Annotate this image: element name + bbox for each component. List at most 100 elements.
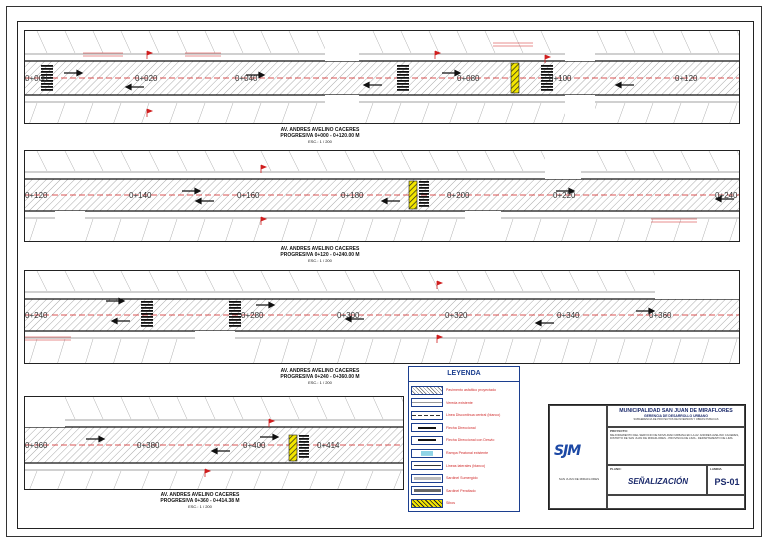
red-annotation (25, 336, 71, 341)
station-label: 0+200 (447, 191, 470, 200)
legend-item: Sardinel Peraltado (411, 486, 517, 496)
cross-street (325, 31, 359, 61)
road-name-4: AV. ANDRES AVELINO CACERES (160, 492, 240, 498)
station-label: 0+360 (649, 311, 672, 320)
plan-label: PLANO: (610, 467, 622, 471)
legend-label: Flecha Direccional (446, 425, 476, 430)
direction-arrow (534, 319, 554, 327)
cross-street (565, 31, 595, 61)
sjm-logo: SJM (554, 442, 594, 464)
direction-arrow (246, 71, 266, 79)
sheet-label: LAMINA (710, 467, 722, 471)
yellow-hatch-icon (411, 498, 443, 508)
scale-1: ESC.: 1 / 200 (308, 139, 332, 145)
dashed-line-icon (411, 410, 443, 420)
legend-item: Pavimento asfaltico proyectado (411, 385, 517, 395)
cross-street (565, 95, 595, 123)
footer-cell (607, 495, 745, 509)
station-label: 0+360 (25, 441, 48, 450)
legend-label: Pavimento asfaltico proyectado (446, 388, 496, 392)
logo-text: SJM (554, 443, 581, 459)
arrow-icon (411, 423, 443, 433)
sign-marker (544, 54, 552, 63)
side-lines-icon (411, 461, 443, 471)
station-label: 0+240 (715, 191, 738, 200)
logo-subtitle: SAN JUAN DE MIRAFLORES (558, 477, 600, 481)
legend-item: Vereda existente (411, 398, 517, 408)
legend-item: Sibos (411, 498, 517, 508)
station-label: 0+240 (25, 311, 48, 320)
direction-arrow (256, 301, 276, 309)
station-label: 0+414 (317, 441, 340, 450)
panel-caption-4: AV. ANDRES AVELINO CACERES PROGRESIVA 0+… (110, 492, 290, 511)
station-label: 0+340 (557, 311, 580, 320)
legend-item: Flecha Direccional con Desvio (411, 435, 517, 445)
direction-arrow (380, 197, 400, 205)
department-name: GERENCIA DE DESARROLLO URBANO (644, 414, 708, 418)
progressive-3: PROGRESIVA 0+240 - 0+360.00 M (280, 374, 360, 381)
direction-arrow (636, 307, 656, 315)
direction-arrow (110, 317, 130, 325)
direction-arrow (260, 433, 280, 441)
panel-caption-2: AV. ANDRES AVELINO CACERES PROGRESIVA 0+… (220, 246, 420, 265)
subdepartment-name: SUBGERENCIA DE PROYECTOS DE INVERSION Y … (633, 418, 719, 421)
title-block: SJM SAN JUAN DE MIRAFLORES MUNICIPALIDAD… (548, 404, 746, 510)
legend-label: Sibos (446, 501, 455, 506)
cross-street (325, 95, 359, 123)
drawing-frame (17, 21, 754, 529)
direction-arrow (124, 83, 144, 91)
progressive-1: PROGRESIVA 0+000 - 0+120.00 M (280, 133, 360, 140)
legend-label: Sardinel Sumergido (446, 476, 478, 481)
pedestrian-crossing (419, 181, 429, 207)
sibos-marking (408, 180, 418, 210)
progressive-4: PROGRESIVA 0+360 - 0+414.38 M (160, 498, 240, 505)
station-label: 0+320 (445, 311, 468, 320)
legend-item: Lineas laterales (blanco) (411, 461, 517, 471)
cross-street (25, 397, 65, 427)
direction-arrow (182, 187, 202, 195)
direction-arrow (556, 187, 576, 195)
direction-arrow (210, 447, 230, 455)
legend-label: Lineas laterales (blanco) (446, 463, 486, 468)
legend-title: LEYENDA (409, 367, 519, 382)
arrow-turn-icon (411, 435, 443, 445)
pedestrian-crossing (541, 65, 553, 91)
station-label: 0+000 (25, 74, 48, 83)
plan-cell: PLANO: SEÑALIZACIÓN (607, 465, 707, 495)
sign-marker (436, 280, 444, 289)
project-text: MEJORAMIENTO DEL SERVICIO DE MOVILIDAD U… (610, 432, 740, 441)
station-label: 0+120 (25, 191, 48, 200)
road-name-1: AV. ANDRES AVELINO CACERES (280, 127, 360, 133)
sheet-number: PS-01 (714, 477, 740, 487)
property-lots (29, 31, 739, 123)
cross-street (465, 211, 501, 241)
cross-street (55, 211, 85, 241)
direction-arrow (64, 69, 84, 77)
panel-caption-3: AV. ANDRES AVELINO CACERES PROGRESIVA 0+… (220, 368, 420, 387)
property-lots (29, 397, 403, 489)
station-label: 0+140 (129, 191, 152, 200)
legend-label: Linea Discontinua central (blanco) (446, 413, 501, 418)
scale-3: ESC.: 1 / 200 (308, 380, 332, 386)
legend-item: Flecha Direccional (411, 423, 517, 433)
drawing-sheet (6, 6, 762, 537)
sheet-cell: LAMINA PS-01 (707, 465, 745, 495)
curb-sunken-icon (411, 473, 443, 483)
direction-arrow (106, 297, 126, 305)
logo-cell: SJM SAN JUAN DE MIRAFLORES (549, 405, 607, 509)
pedestrian-crossing (41, 65, 53, 91)
red-annotation (185, 52, 221, 57)
scale-2: ESC.: 1 / 200 (308, 258, 332, 264)
sibos-marking (288, 434, 298, 462)
legend-item: Sardinel Sumergido (411, 473, 517, 483)
red-annotation (83, 52, 123, 57)
ramp-icon (411, 448, 443, 458)
legend-label: Sardinel Peraltado (446, 488, 476, 493)
